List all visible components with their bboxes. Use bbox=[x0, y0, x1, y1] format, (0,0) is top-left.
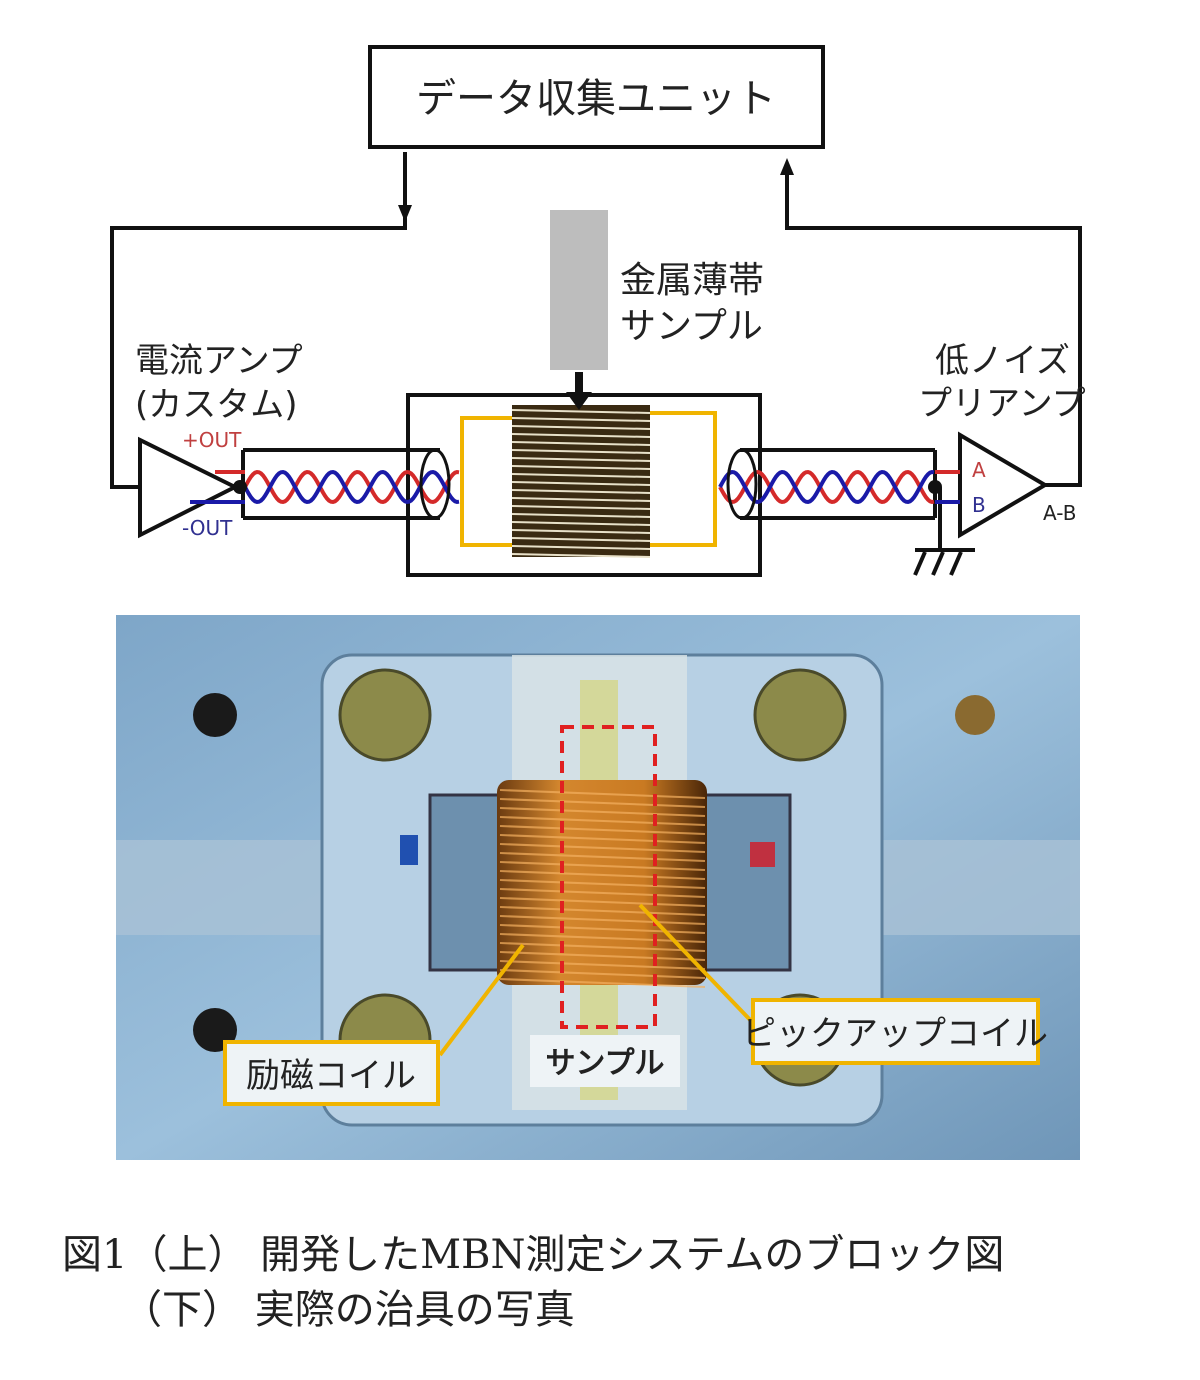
sample-strip bbox=[550, 210, 608, 370]
coil-wire bbox=[499, 978, 706, 988]
coil-winding bbox=[511, 529, 651, 534]
current-amp-sublabel: (カスタム) bbox=[135, 385, 298, 425]
sample-label-2: サンプル bbox=[620, 306, 763, 347]
coil-winding bbox=[511, 473, 651, 478]
excitation-coil-lead bbox=[460, 416, 512, 547]
minus-out-label: -OUT bbox=[182, 516, 233, 540]
coil-winding bbox=[511, 481, 651, 486]
sample-label: 金属薄帯 bbox=[620, 260, 764, 301]
coil-winding bbox=[511, 545, 651, 550]
coil-wire bbox=[499, 807, 706, 817]
coil-winding bbox=[511, 521, 651, 526]
coil-winding bbox=[511, 497, 651, 502]
coil-wire bbox=[499, 825, 706, 835]
block-diagram: データ収集ユニット 金属薄帯 サンプル 電流アンプ (カスタム) +OUT -O… bbox=[110, 45, 1086, 577]
preamp-label: 低ノイズ bbox=[935, 341, 1070, 381]
coil-wire bbox=[499, 798, 706, 808]
pickup-coil-label: ピックアップコイル bbox=[742, 1014, 1048, 1054]
daq-unit-label: データ収集ユニット bbox=[416, 76, 776, 122]
current-amp-label: 電流アンプ bbox=[135, 341, 303, 381]
input-b-label: B bbox=[972, 493, 986, 517]
coil-wire bbox=[499, 969, 706, 979]
fixture-photo: 励磁コイル サンプル ピックアップコイル bbox=[116, 615, 1080, 1160]
coil-wire bbox=[499, 933, 706, 943]
coil-wire bbox=[499, 789, 706, 799]
excitation-coil-label: 励磁コイル bbox=[246, 1056, 416, 1096]
current-amp-symbol bbox=[138, 436, 240, 539]
cable-end-right bbox=[726, 448, 758, 520]
coil-winding bbox=[511, 489, 651, 494]
coil-icon bbox=[511, 405, 651, 558]
coil-winding bbox=[511, 513, 651, 518]
coil-winding bbox=[511, 425, 651, 430]
coil-wire bbox=[499, 915, 706, 925]
coil-wire bbox=[499, 861, 706, 871]
coil-winding bbox=[511, 537, 651, 542]
input-signal-line bbox=[785, 165, 1082, 487]
coil-wire bbox=[499, 879, 706, 889]
coil-winding bbox=[511, 465, 651, 470]
coil-winding bbox=[511, 417, 651, 422]
coil-winding bbox=[511, 449, 651, 454]
coil-wire bbox=[499, 852, 706, 862]
coil-wire bbox=[499, 906, 706, 916]
caption-line-1: 図1（上） 開発したMBN測定システムのブロック図 bbox=[62, 1232, 1005, 1278]
preamp-symbol bbox=[958, 431, 1049, 539]
output-ab-label: A-B bbox=[1043, 501, 1076, 525]
coil-wire bbox=[499, 816, 706, 826]
coil-wire bbox=[499, 960, 706, 970]
sample-label-box bbox=[530, 1035, 680, 1087]
coil-winding bbox=[511, 409, 651, 414]
coil-wire bbox=[499, 942, 706, 952]
coil-winding bbox=[511, 441, 651, 446]
coil-wire bbox=[499, 843, 706, 853]
coil-winding bbox=[511, 553, 651, 558]
coil-wire bbox=[499, 924, 706, 934]
coil-photo bbox=[497, 780, 707, 985]
coil-wire bbox=[499, 897, 706, 907]
coil-wire bbox=[499, 951, 706, 961]
coil-wire bbox=[499, 834, 706, 844]
pickup-coil-label-box bbox=[751, 998, 1040, 1065]
coil-wire bbox=[499, 888, 706, 898]
sample-photo-label: サンプル bbox=[545, 1046, 664, 1081]
daq-unit-box bbox=[368, 45, 825, 149]
pickup-coil-lead bbox=[650, 411, 717, 547]
preamp-sublabel: プリアンプ bbox=[918, 384, 1086, 424]
caption-line-2: （下） 実際の治具の写真 bbox=[62, 1287, 575, 1333]
output-signal-line bbox=[110, 152, 407, 489]
coil-winding bbox=[511, 433, 651, 438]
arrow-down-icon bbox=[566, 392, 592, 410]
coil-wire bbox=[499, 870, 706, 880]
plus-out-label: +OUT bbox=[182, 428, 242, 452]
coil-winding bbox=[511, 505, 651, 510]
coil-winding bbox=[511, 457, 651, 462]
excitation-coil-label-box bbox=[223, 1040, 440, 1106]
cable-end-left bbox=[419, 448, 451, 520]
input-a-label: A bbox=[972, 458, 986, 482]
